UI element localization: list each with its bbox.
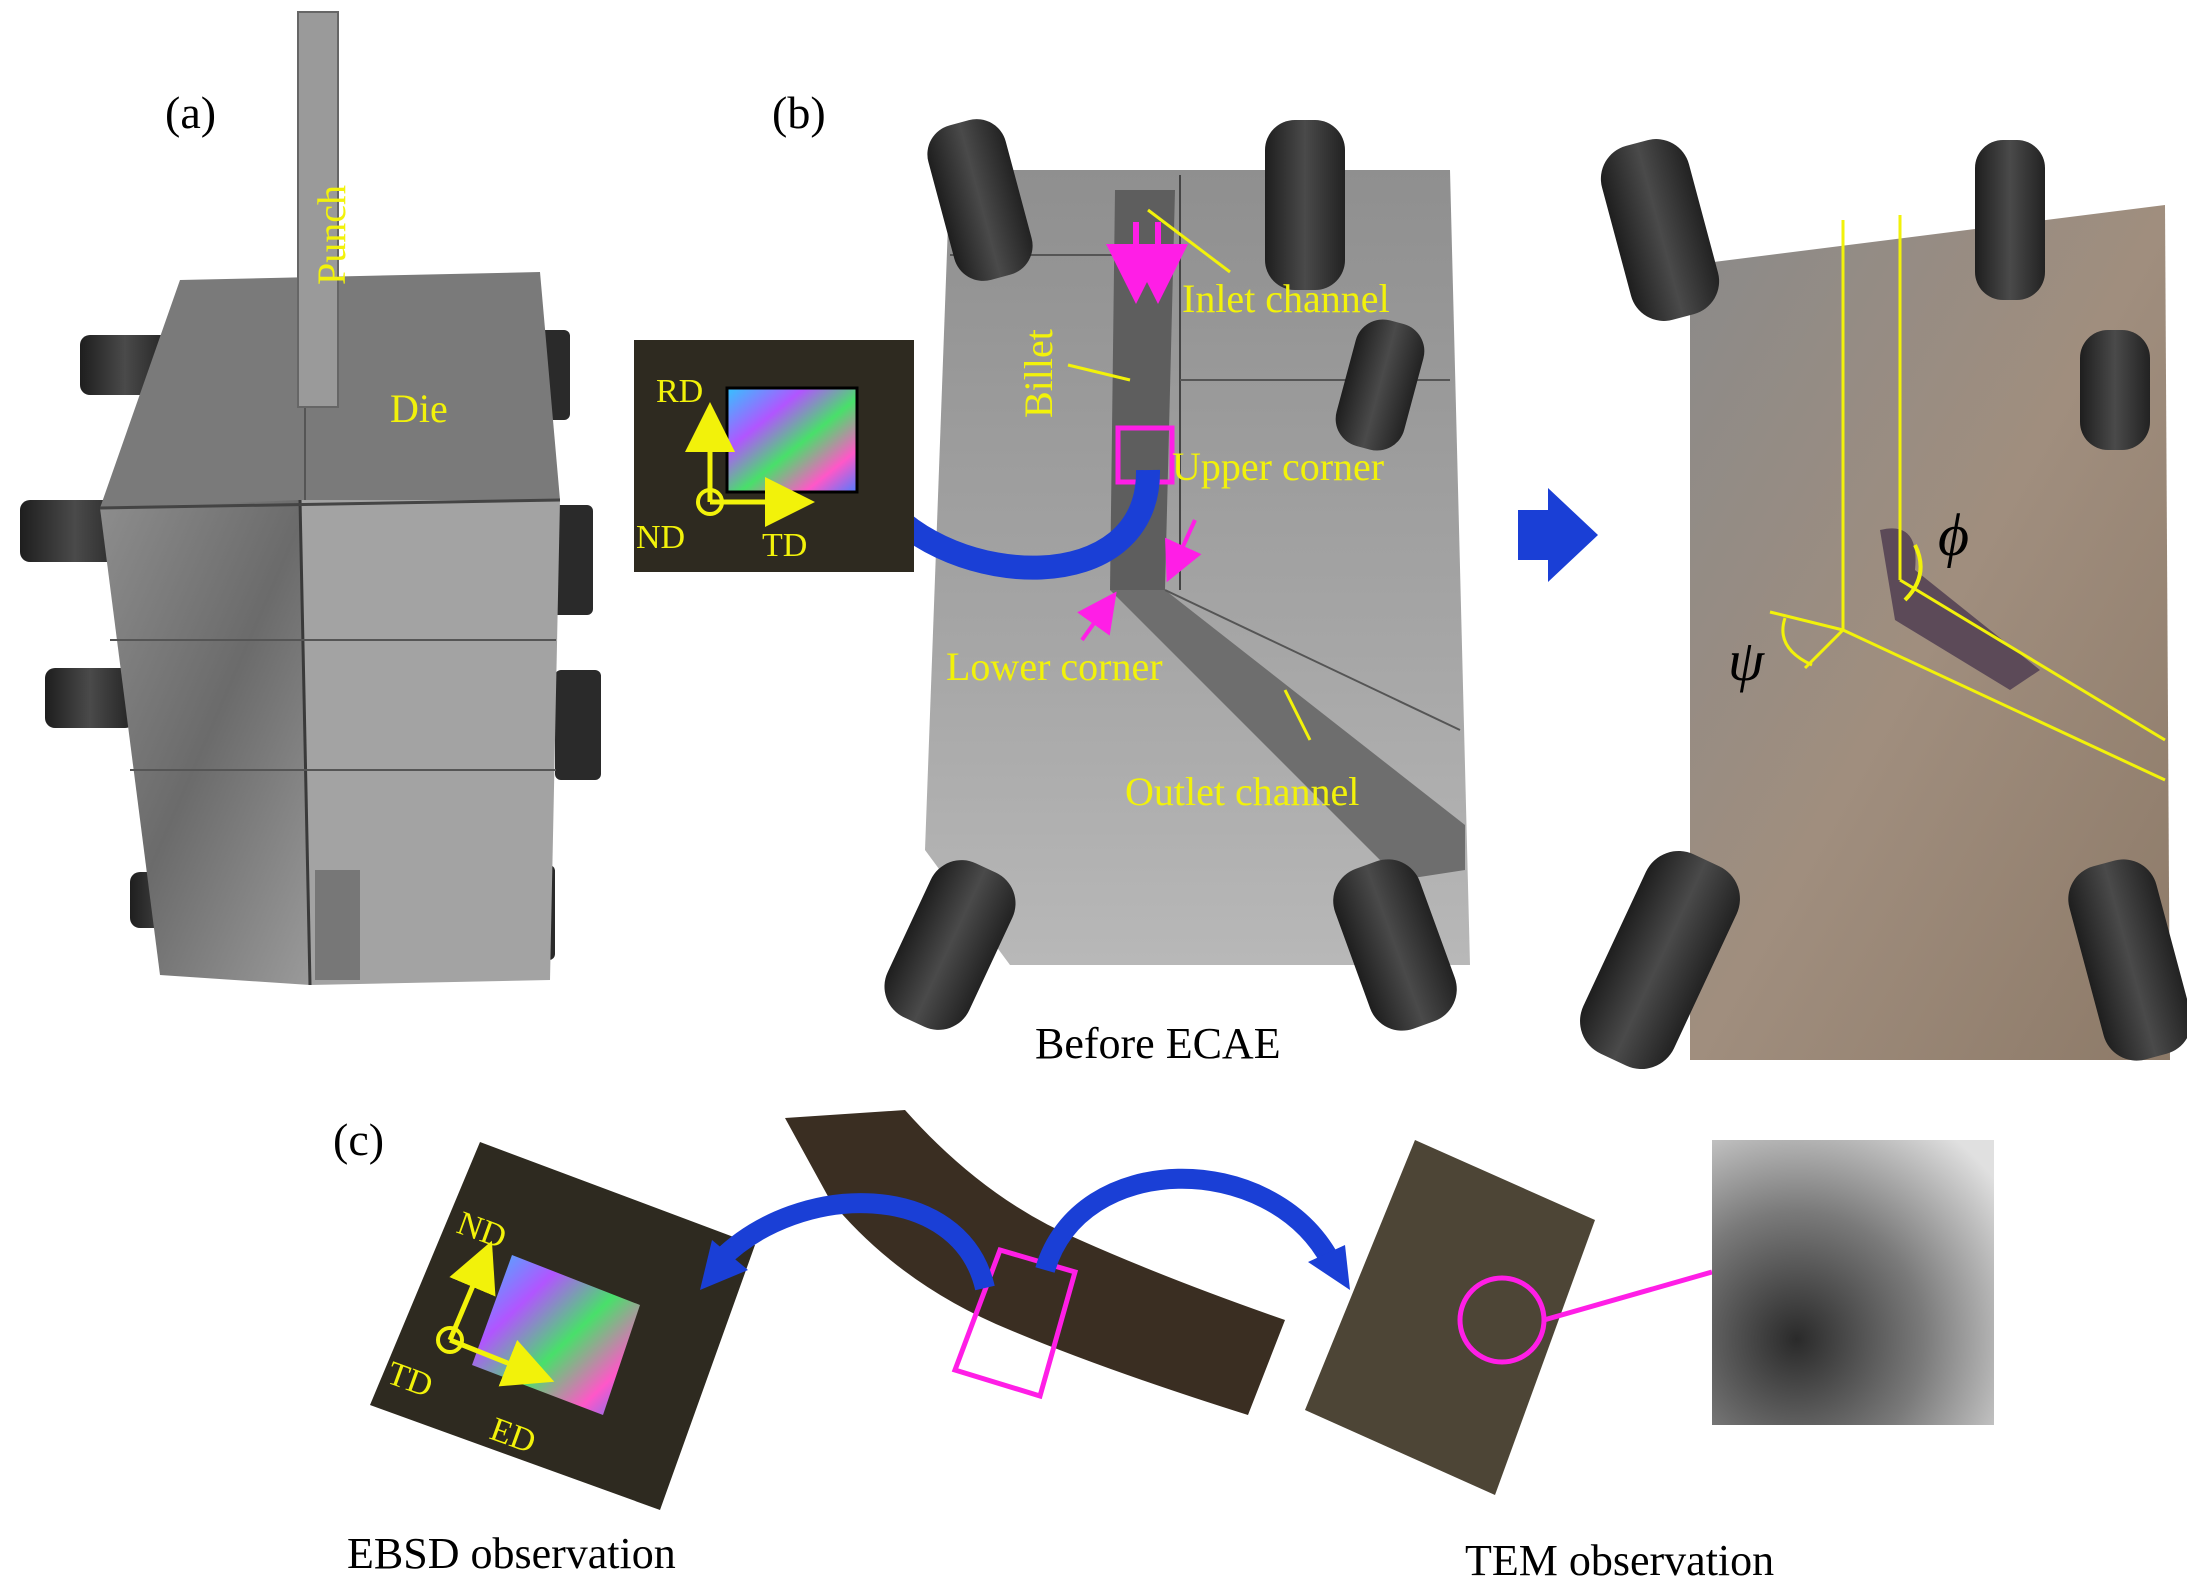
- panel-c: (c) ND TD ED EBSD observation TEM observ…: [333, 1110, 1994, 1585]
- td-label: TD: [762, 527, 807, 564]
- before-ecae-label: Before ECAE: [1035, 1019, 1281, 1068]
- phi-symbol: ϕ: [1938, 502, 1969, 568]
- psi-symbol: ψ: [1728, 628, 1765, 693]
- billet-label: Billet: [1016, 329, 1061, 418]
- ebsd-observation-label: EBSD observation: [347, 1529, 676, 1578]
- bolt: [2080, 330, 2150, 450]
- tem-sample: [1305, 1140, 1595, 1495]
- tem-observation-label: TEM observation: [1465, 1536, 1774, 1585]
- tem-micrograph: [1712, 1140, 1994, 1425]
- bolt: [1335, 319, 1425, 451]
- nd-label: ND: [636, 519, 685, 556]
- panel-b-tag: (b): [772, 87, 826, 138]
- bolt: [1333, 859, 1457, 1031]
- upper-corner-label: Upper corner: [1172, 444, 1384, 489]
- process-arrow: [1518, 488, 1598, 582]
- blue-arrow: [870, 469, 1161, 580]
- bolt: [2068, 859, 2187, 1061]
- blue-arrow-tem: [1035, 1168, 1339, 1274]
- bolt: [1265, 120, 1345, 290]
- die-right-face: [300, 500, 560, 985]
- panel-b-after: ϕ ψ: [1580, 139, 2187, 1069]
- die-label: Die: [390, 386, 448, 431]
- bolt: [927, 119, 1033, 281]
- rd-label: RD: [656, 373, 703, 410]
- phi-arc: [1903, 544, 1923, 602]
- inlet-channel-label: Inlet channel: [1182, 276, 1390, 321]
- extruded-billet: [1880, 528, 2040, 690]
- bolt: [555, 670, 601, 780]
- panel-c-tag: (c): [333, 1114, 384, 1165]
- punch-label: Punch: [309, 185, 354, 285]
- bolt: [1580, 851, 1740, 1069]
- panel-a: (a) Punch Die: [20, 11, 601, 986]
- panel-b-before: RD ND TD (b) Inlet channel Billet Upper …: [634, 87, 1470, 1068]
- lower-corner-label: Lower corner: [946, 644, 1163, 689]
- bolt: [45, 668, 135, 728]
- bolt: [1975, 140, 2045, 300]
- blue-arrow-ebsd: [712, 1193, 995, 1291]
- punch: [297, 11, 339, 408]
- panel-a-tag: (a): [165, 87, 216, 138]
- psi-arc: [1781, 617, 1813, 667]
- die-left-face: [100, 500, 310, 985]
- bolt: [884, 860, 1016, 1030]
- outlet-channel-label: Outlet channel: [1125, 769, 1359, 814]
- outlet-channel: [1110, 590, 1465, 880]
- bolt: [1600, 139, 1720, 321]
